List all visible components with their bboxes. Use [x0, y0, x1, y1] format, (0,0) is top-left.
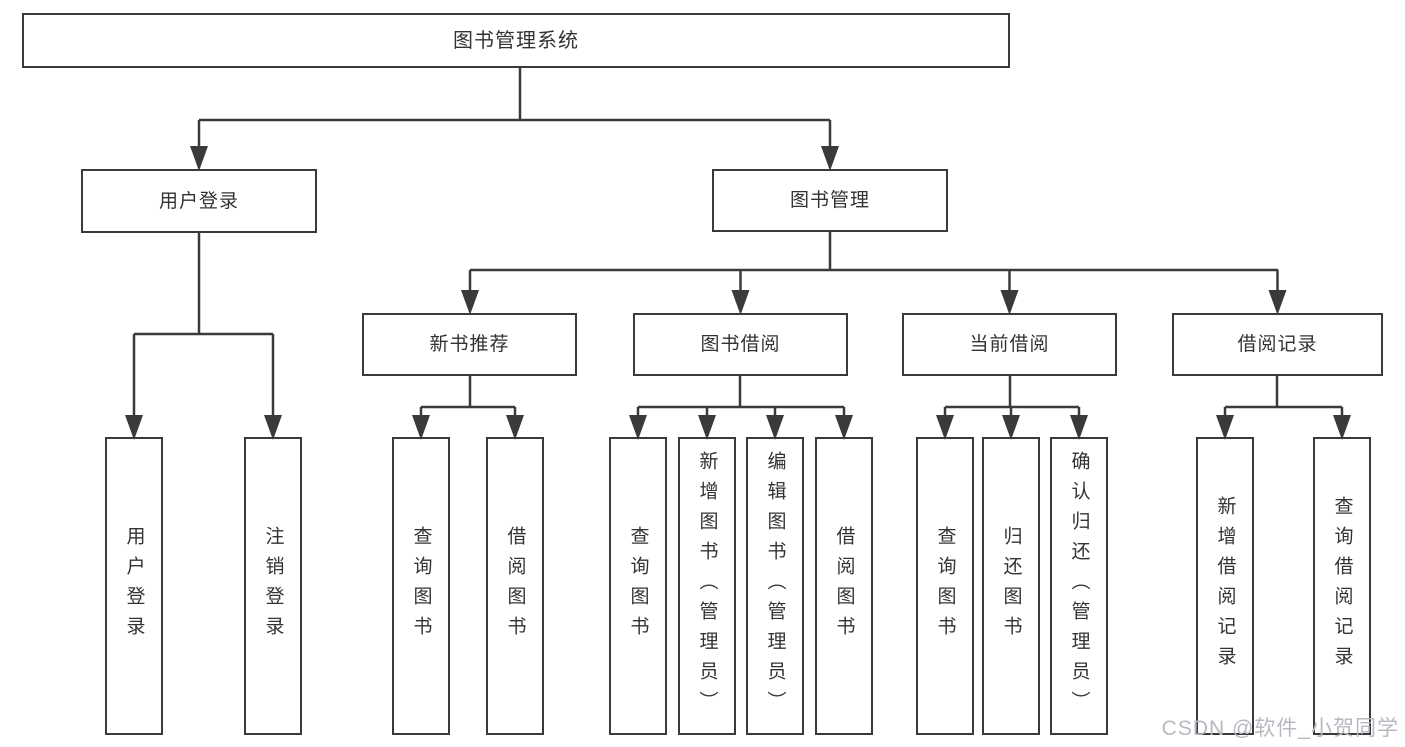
- node-borrowing-records-label: 借阅记录: [1237, 334, 1318, 355]
- node-user-login: 用户登录: [81, 169, 317, 233]
- leaf-query-books-borrowing: 查询图书: [609, 437, 667, 735]
- node-current-borrowing: 当前借阅: [902, 313, 1117, 376]
- leaf-edit-book-admin: 编辑图书（管理员）: [746, 437, 804, 735]
- arrow-down-icon: [1000, 290, 1019, 315]
- node-book-borrowing-label: 图书借阅: [700, 334, 781, 355]
- leaf-return-book-label: 归还图书: [1000, 526, 1022, 646]
- leaf-query-books-recommend-label: 查询图书: [410, 526, 432, 646]
- leaf-add-borrow-record-label: 新增借阅记录: [1214, 496, 1236, 676]
- arrow-down-icon: [731, 290, 750, 315]
- node-borrowing-records: 借阅记录: [1172, 313, 1383, 376]
- arrow-down-icon: [190, 146, 208, 171]
- arrow-down-icon: [821, 146, 839, 171]
- arrow-down-icon: [461, 290, 479, 315]
- leaf-add-borrow-record: 新增借阅记录: [1196, 437, 1254, 735]
- leaf-add-book-admin-label: 新增图书（管理员）: [696, 451, 718, 721]
- leaf-borrow-books-recommend: 借阅图书: [486, 437, 544, 735]
- leaf-edit-book-admin-label: 编辑图书（管理员）: [764, 451, 786, 721]
- leaf-user-login-label: 用户登录: [123, 526, 145, 646]
- node-book-borrowing: 图书借阅: [633, 313, 848, 376]
- arrow-down-icon: [1268, 290, 1287, 315]
- leaf-logout: 注销登录: [244, 437, 302, 735]
- node-library-system-label: 图书管理系统: [453, 29, 579, 52]
- node-user-login-label: 用户登录: [158, 190, 239, 212]
- leaf-query-books-recommend: 查询图书: [392, 437, 450, 735]
- leaf-query-books-borrowing-label: 查询图书: [627, 526, 649, 646]
- node-library-system: 图书管理系统: [22, 13, 1010, 68]
- node-book-management: 图书管理: [712, 169, 948, 232]
- leaf-confirm-return-admin: 确认归还（管理员）: [1050, 437, 1108, 735]
- leaf-query-books-current-label: 查询图书: [934, 526, 956, 646]
- leaf-logout-label: 注销登录: [262, 526, 284, 646]
- node-current-borrowing-label: 当前借阅: [969, 334, 1050, 355]
- node-new-book-recommend: 新书推荐: [362, 313, 577, 376]
- leaf-return-book: 归还图书: [982, 437, 1040, 735]
- node-new-book-recommend-label: 新书推荐: [429, 334, 510, 355]
- leaf-user-login: 用户登录: [105, 437, 163, 735]
- leaf-add-book-admin: 新增图书（管理员）: [678, 437, 736, 735]
- leaf-query-books-current: 查询图书: [916, 437, 974, 735]
- leaf-borrow-books-borrowing-label: 借阅图书: [833, 526, 855, 646]
- leaf-borrow-books-borrowing: 借阅图书: [815, 437, 873, 735]
- leaf-query-borrow-record-label: 查询借阅记录: [1331, 496, 1353, 676]
- node-book-management-label: 图书管理: [789, 190, 870, 211]
- leaf-confirm-return-admin-label: 确认归还（管理员）: [1068, 451, 1090, 721]
- leaf-query-borrow-record: 查询借阅记录: [1313, 437, 1371, 735]
- watermark: CSDN @软件_小贺同学: [1161, 717, 1399, 740]
- leaf-borrow-books-recommend-label: 借阅图书: [504, 526, 526, 646]
